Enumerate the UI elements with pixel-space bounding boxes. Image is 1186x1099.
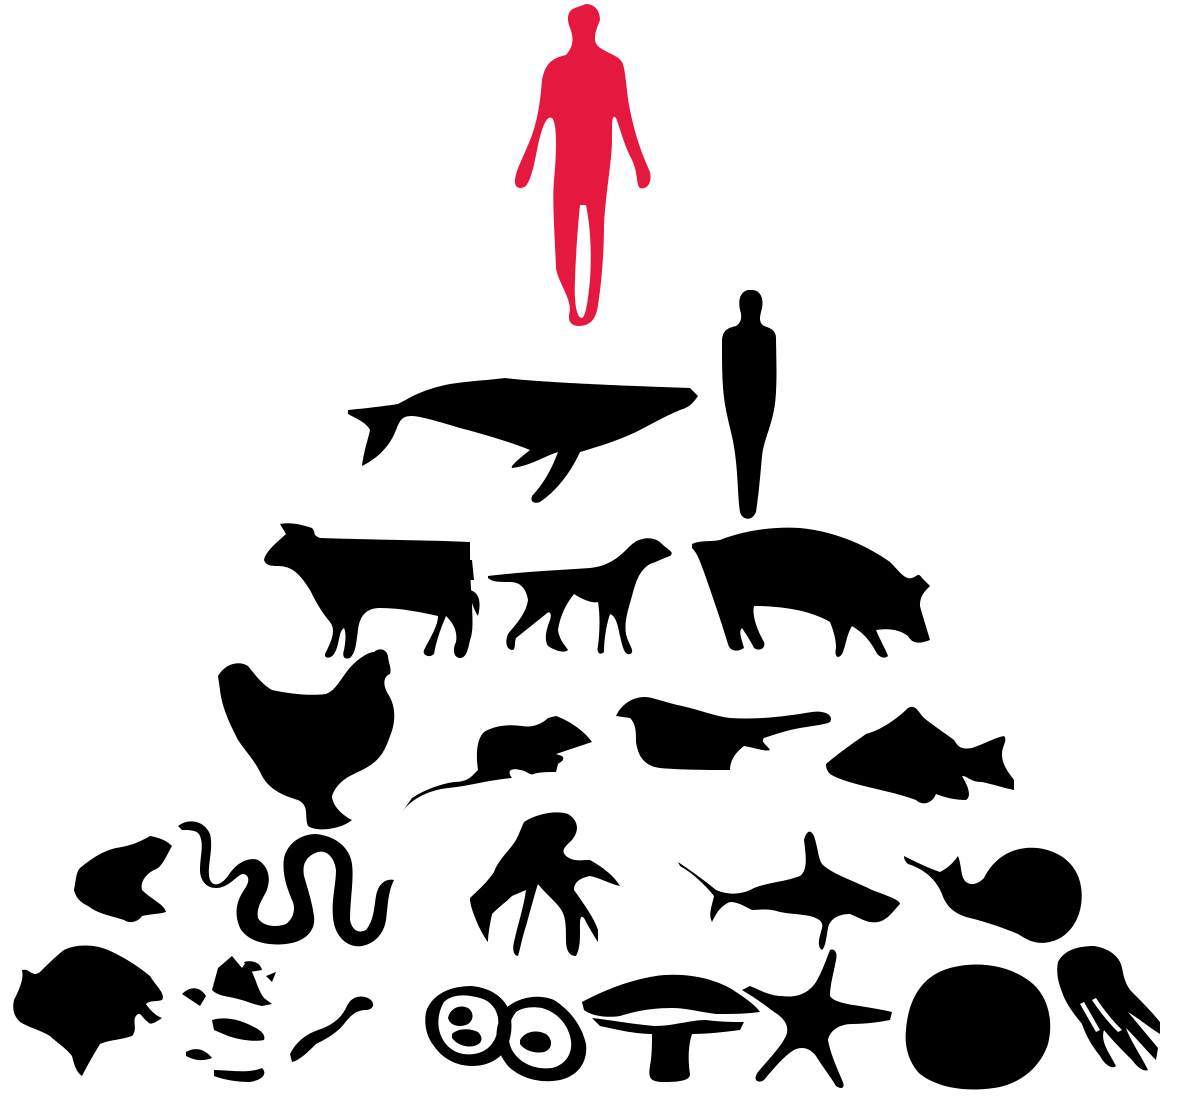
dog-icon xyxy=(488,538,672,654)
whale-icon xyxy=(348,378,698,503)
fish-icon xyxy=(826,707,1014,803)
tadpole-icon xyxy=(678,832,900,950)
human-figure-icon xyxy=(515,4,651,326)
human-statue-icon xyxy=(722,290,777,519)
mushroom-icon xyxy=(582,975,760,1082)
amoeba-icon xyxy=(13,946,163,1077)
mouse-icon xyxy=(402,716,592,812)
chicken-icon xyxy=(218,649,394,829)
starfish-icon xyxy=(742,949,892,1088)
jellyfish-icon xyxy=(1057,946,1160,1071)
cells-icon xyxy=(425,986,586,1081)
frog-icon xyxy=(74,836,172,922)
cow-icon xyxy=(264,523,480,658)
sperm-icon xyxy=(904,848,1082,943)
microbes-icon xyxy=(182,956,373,1082)
insect-icon xyxy=(470,812,620,956)
egg-cell-icon xyxy=(906,965,1051,1090)
bird-icon xyxy=(616,697,831,770)
pig-icon xyxy=(692,528,930,658)
worm-icon xyxy=(178,821,394,946)
